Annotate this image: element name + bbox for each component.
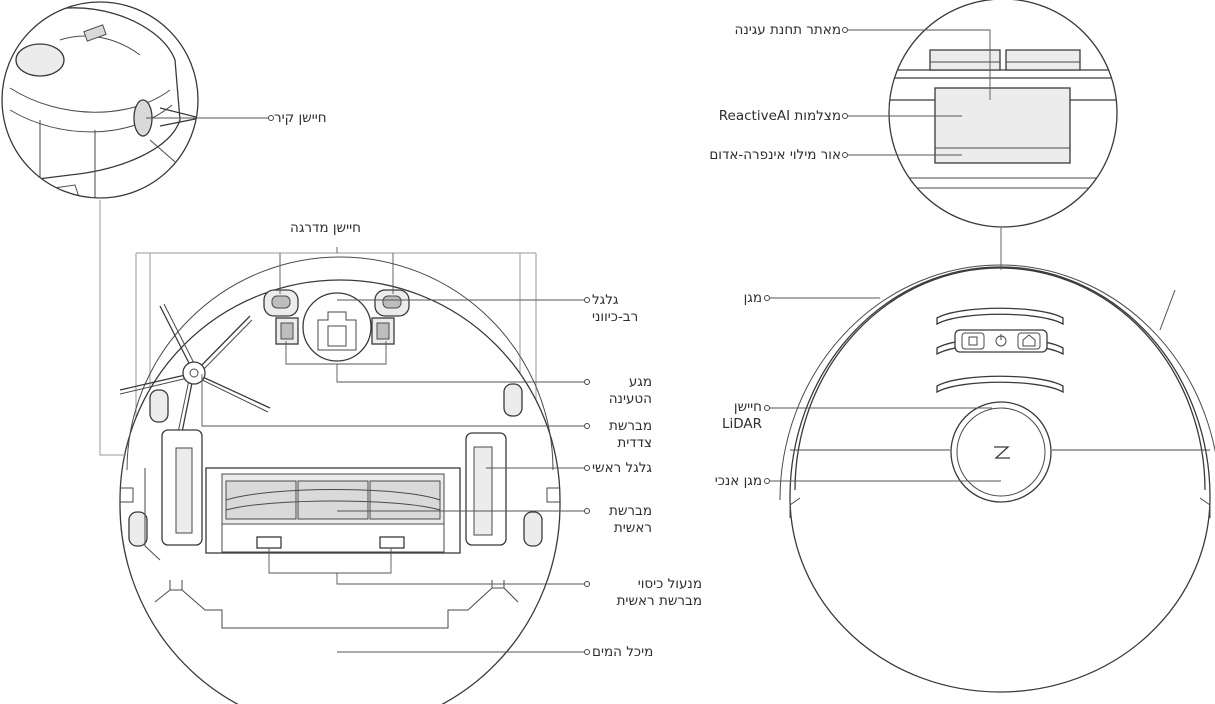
label-main-brush-line1: מברשת	[608, 503, 652, 519]
label-main-brush-line2: ראשית	[613, 520, 652, 536]
label-side-brush: מברשת צדדית	[592, 418, 652, 452]
label-main-brush: מברשת ראשית	[592, 503, 652, 537]
cliff-sensor-top-left	[263, 289, 299, 317]
label-charging-line2: הטעינה	[608, 391, 652, 407]
camera-zoom	[842, 0, 1118, 228]
bottom-view	[119, 252, 590, 704]
label-main-wheel: גלגל ראשי	[592, 460, 652, 476]
side-brush	[119, 303, 271, 453]
label-omni-wheel: גלגל רב-כיווני	[592, 292, 682, 326]
label-cliff-sensor: חיישן מדרגה	[290, 220, 361, 236]
label-brush-cover-latch: מנעול כיסוי מברשת ראשית	[592, 576, 702, 610]
label-dock-locator: מאתר תחנת עגינה	[734, 22, 842, 38]
main-brush	[205, 467, 461, 554]
label-lidar-line2: LiDAR	[721, 416, 762, 432]
label-lidar-line1: חיישן	[733, 399, 762, 415]
label-lidar: חיישן LiDAR	[700, 399, 762, 433]
cliff-sensor-top-right	[374, 289, 410, 317]
label-side-brush-line2: צדדית	[617, 435, 652, 451]
power-icon[interactable]	[995, 334, 1007, 347]
brush-cover-latch-right	[379, 536, 405, 549]
label-water-tank: מיכל המים	[592, 644, 654, 660]
label-vertical-bumper: מגן אנכי	[714, 473, 762, 489]
label-omni-wheel-line1: גלגל	[592, 292, 619, 308]
omni-wheel	[302, 292, 372, 362]
label-side-brush-line1: מברשת	[608, 418, 652, 434]
label-bumper: מגן	[743, 290, 762, 306]
main-wheel-left	[161, 429, 203, 546]
top-view	[764, 228, 1215, 693]
water-tank	[154, 587, 519, 629]
label-latch-line1: מנעול כיסוי	[637, 576, 702, 592]
spot-clean-icon[interactable]	[961, 332, 985, 350]
label-ir-fill-light: אור מילוי אינפרה-אדום	[709, 147, 841, 163]
label-omni-wheel-line2: רב-כיווני	[592, 309, 639, 325]
home-icon[interactable]	[1017, 332, 1041, 350]
brand-logo-icon	[994, 446, 1010, 459]
label-charging-line1: מגע	[628, 374, 652, 390]
label-charging-contacts: מגע הטעינה	[592, 374, 652, 408]
main-wheel-right	[465, 432, 507, 546]
label-reactive-cameras: מצלמות ReactiveAI	[718, 108, 841, 124]
lidar-sensor	[950, 401, 1052, 503]
label-latch-line2: מברשת ראשית	[616, 593, 702, 609]
label-wall-sensor: חיישן קיר	[274, 110, 327, 126]
